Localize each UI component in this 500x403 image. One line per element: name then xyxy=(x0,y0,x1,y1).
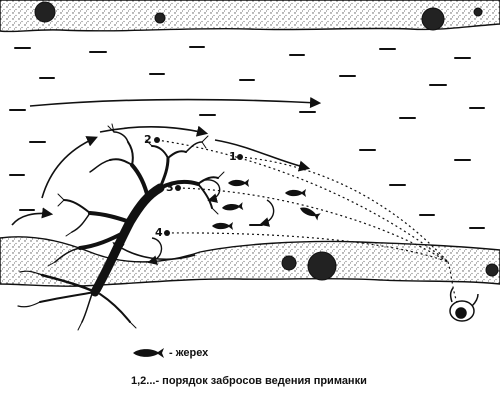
cast-label-4: 4 xyxy=(155,226,163,239)
bushes-top xyxy=(34,1,483,31)
bushes-bottom xyxy=(281,251,499,281)
eddy-arrows xyxy=(147,179,275,265)
cast-markers xyxy=(154,137,243,236)
fish-icon xyxy=(133,348,164,358)
angler-icon xyxy=(449,287,479,322)
water-marks xyxy=(9,46,485,229)
fish-asp-5 xyxy=(212,222,233,230)
cast-label-1: 1 xyxy=(229,150,237,163)
fish-asp-4 xyxy=(221,202,244,212)
bottom-riverbank xyxy=(0,236,500,287)
fish-asp-1 xyxy=(228,179,249,187)
top-riverbank xyxy=(0,0,500,33)
cast-label-3: 3 xyxy=(166,181,174,194)
legend-order: 1,2...- порядок забросов ведения приманк… xyxy=(131,375,367,387)
legend-fish-label: - жерех xyxy=(169,347,209,359)
fish-asp-3 xyxy=(298,204,321,221)
snag-tree xyxy=(17,123,225,331)
cast-label-2: 2 xyxy=(144,133,152,146)
fish-asp-2 xyxy=(285,189,306,197)
legend-fish: - жерех xyxy=(131,347,208,359)
cast-lines xyxy=(156,139,459,306)
